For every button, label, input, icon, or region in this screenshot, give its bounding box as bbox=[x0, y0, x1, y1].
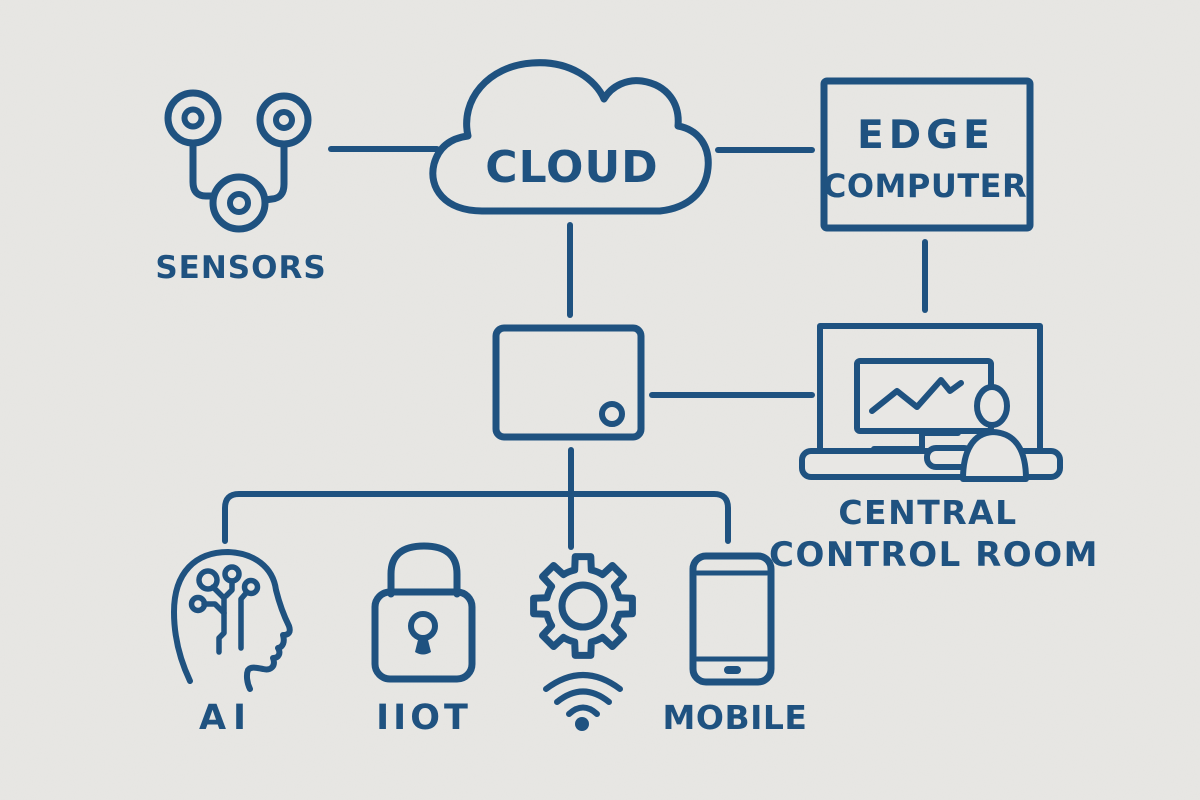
gear-icon bbox=[530, 553, 636, 659]
ai-label: AI bbox=[199, 698, 253, 738]
edge-computer-label-line1: EDGE bbox=[857, 113, 995, 158]
wifi-dot bbox=[575, 717, 589, 731]
smartphone-icon bbox=[689, 552, 775, 686]
gateway-device-icon bbox=[492, 324, 645, 441]
trend-chart-line bbox=[869, 377, 964, 414]
control-room-label-line2: CONTROL ROOM bbox=[769, 535, 1099, 575]
sensor-network-icon bbox=[164, 89, 312, 233]
cloud-label: CLOUD bbox=[485, 142, 658, 193]
mobile-label: MOBILE bbox=[663, 698, 808, 737]
ai-head-circuit-icon bbox=[171, 549, 293, 692]
person-head bbox=[974, 384, 1010, 428]
ai-node: AI bbox=[171, 549, 293, 738]
wireless-settings-node bbox=[530, 553, 636, 731]
mobile-node: MOBILE bbox=[663, 552, 808, 737]
control-room-monitor-person-icon bbox=[799, 323, 1063, 482]
home-button bbox=[724, 666, 741, 674]
connector-branch bbox=[222, 491, 731, 544]
keyhole-slot bbox=[415, 636, 431, 655]
edge-computer-label-line2: COMPUTER bbox=[823, 167, 1027, 205]
sensors-label: SENSORS bbox=[155, 250, 326, 286]
wifi-icon bbox=[543, 672, 623, 731]
edge-computer-box bbox=[820, 77, 1034, 232]
edge-computer-node: EDGE COMPUTER bbox=[820, 77, 1034, 232]
person-body bbox=[960, 429, 1029, 482]
cloud-icon bbox=[429, 59, 712, 215]
iiot-label: IIOT bbox=[376, 698, 472, 738]
sensors-node: SENSORS bbox=[155, 89, 326, 286]
padlock-icon bbox=[371, 542, 476, 683]
cloud-node: CLOUD bbox=[429, 59, 712, 215]
central-control-room-node: CENTRAL CONTROL ROOM bbox=[769, 323, 1099, 575]
control-room-label-line1: CENTRAL bbox=[838, 493, 1017, 532]
iiot-node: IIOT bbox=[371, 542, 476, 738]
